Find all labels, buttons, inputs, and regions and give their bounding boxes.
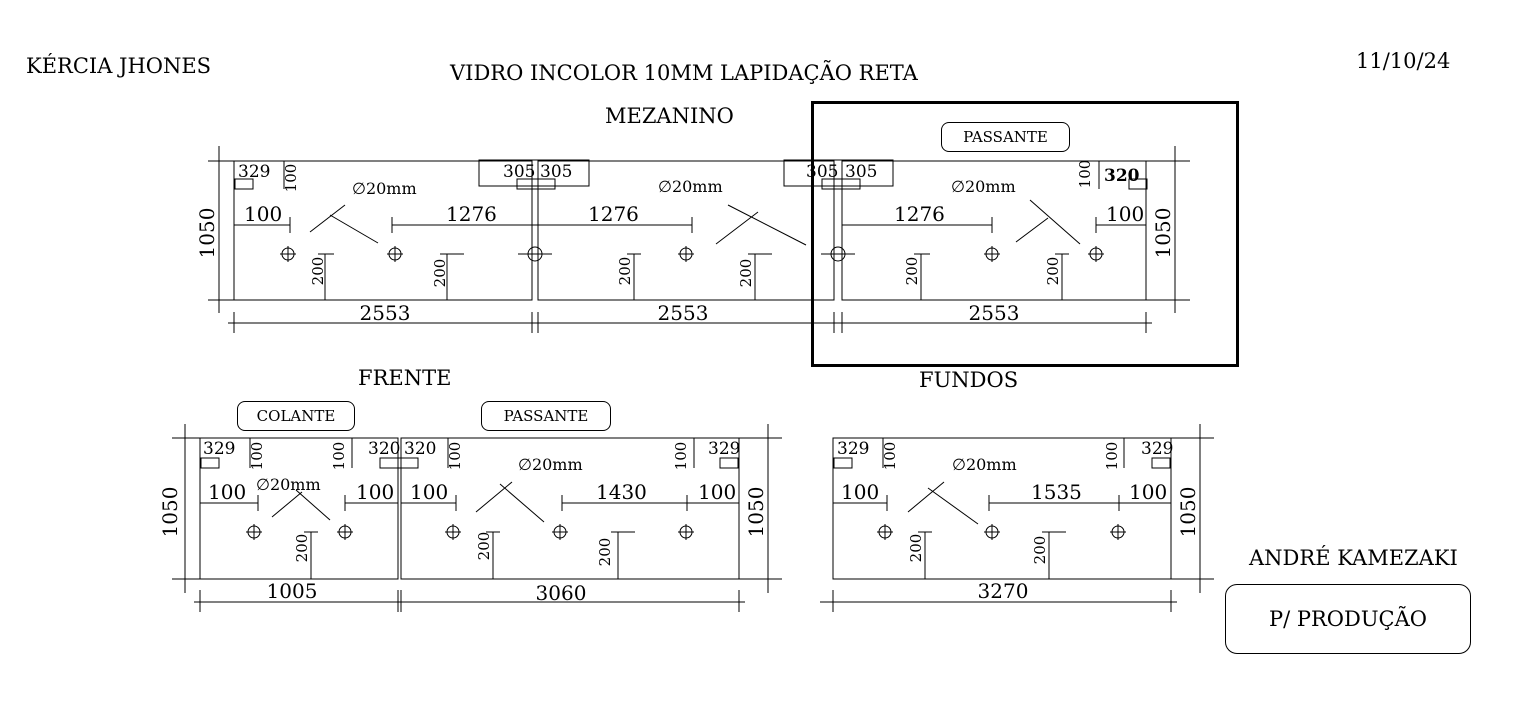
mez-dim-100-right: 100	[1106, 202, 1144, 226]
mezanino-holes	[280, 246, 1104, 262]
fr-dim-320-b: 320	[404, 439, 436, 459]
fundos-panel	[820, 424, 1214, 612]
frente-holes	[246, 524, 694, 540]
mez-width-a: 2553	[360, 301, 411, 325]
fr-width-a: 1005	[267, 579, 318, 603]
fu-dim-200-a: 200	[907, 534, 925, 563]
mez-dim-200-a: 200	[309, 257, 327, 286]
mez-dim-200-e: 200	[903, 257, 921, 286]
fr-dim-100-right: 100	[698, 480, 736, 504]
fu-height-right: 1050	[1176, 487, 1200, 538]
mez-dim-100-b: 100	[1076, 160, 1094, 189]
fr-diameter-a: ∅20mm	[256, 475, 321, 494]
mez-dim-305-c: 305	[806, 162, 838, 182]
client-name: KÉRCIA JHONES	[26, 54, 212, 78]
tag-passante-top-label: PASSANTE	[963, 128, 1048, 146]
fu-width: 3270	[978, 579, 1029, 603]
fu-dim-329-b: 329	[1141, 439, 1173, 459]
production-stamp: P/ PRODUÇÃO	[1225, 584, 1471, 654]
date-label: 11/10/24	[1356, 49, 1451, 73]
fr-width-b: 3060	[536, 581, 587, 605]
fr-dim-200-b: 200	[475, 532, 493, 561]
mez-height-left: 1050	[195, 208, 219, 259]
mez-dim-305-d: 305	[845, 162, 877, 182]
fr-height-right: 1050	[744, 487, 768, 538]
fr-diameter-b: ∅20mm	[518, 455, 583, 474]
fr-dim-329: 329	[203, 439, 235, 459]
mez-dim-100-left: 100	[244, 202, 282, 226]
mez-diameter-a: ∅20mm	[352, 179, 417, 198]
fr-dim-100-c: 100	[446, 442, 464, 471]
fu-dim-100-a: 100	[881, 442, 899, 471]
mez-dim-1276-a: 1276	[446, 202, 497, 226]
material-title: VIDRO INCOLOR 10MM LAPIDAÇÃO RETA	[450, 61, 918, 85]
fr-dim-100-left: 100	[208, 480, 246, 504]
fr-height-left: 1050	[158, 487, 182, 538]
tag-passante-top: PASSANTE	[941, 122, 1070, 152]
fr-dim-320-a: 320	[368, 439, 400, 459]
mez-diameter-b: ∅20mm	[658, 177, 723, 196]
mez-dim-100-a: 100	[282, 164, 300, 193]
fu-dim-100-right: 100	[1129, 480, 1167, 504]
mez-dim-329: 329	[238, 162, 270, 182]
fr-dim-329-b: 329	[708, 439, 740, 459]
fr-dim-200-c: 200	[596, 538, 614, 567]
fr-dim-200-a: 200	[293, 534, 311, 563]
tag-passante-bottom-label: PASSANTE	[503, 407, 589, 425]
mez-dim-320: 320	[1104, 166, 1140, 186]
mez-dim-1276-b: 1276	[588, 202, 639, 226]
highlight-box	[811, 101, 1239, 367]
fu-diameter: ∅20mm	[952, 455, 1017, 474]
tag-colante: COLANTE	[237, 401, 355, 431]
fr-dim-100-a: 100	[248, 442, 266, 471]
mez-dim-1276-c: 1276	[894, 202, 945, 226]
fu-dim-1535: 1535	[1031, 480, 1082, 504]
section-mezanino: MEZANINO	[605, 104, 734, 128]
section-frente: FRENTE	[358, 366, 452, 390]
mez-width-c: 2553	[969, 301, 1020, 325]
fu-dim-100-b: 100	[1103, 442, 1121, 471]
mez-dim-200-c: 200	[616, 257, 634, 286]
mez-height-right: 1050	[1151, 208, 1175, 259]
tag-colante-label: COLANTE	[256, 407, 336, 425]
fr-dim-100-d: 100	[672, 442, 690, 471]
mez-dim-200-f: 200	[1044, 257, 1062, 286]
mezanino-panels	[208, 146, 1190, 333]
fu-dim-100-left: 100	[841, 480, 879, 504]
tag-passante-bottom: PASSANTE	[481, 401, 611, 431]
production-stamp-label: P/ PRODUÇÃO	[1268, 607, 1428, 631]
fr-dim-100-mid2: 100	[410, 480, 448, 504]
fundos-holes	[877, 524, 1126, 540]
mez-diameter-c: ∅20mm	[951, 177, 1016, 196]
fr-dim-100-mid: 100	[356, 480, 394, 504]
section-fundos: FUNDOS	[919, 368, 1019, 392]
mez-width-b: 2553	[658, 301, 709, 325]
mez-dim-200-d: 200	[737, 259, 755, 288]
frente-panels	[172, 424, 782, 612]
mez-dim-200-b: 200	[431, 259, 449, 288]
designer-name: ANDRÉ KAMEZAKI	[1249, 546, 1458, 570]
fu-dim-200-b: 200	[1031, 536, 1049, 565]
mez-dim-305-b: 305	[540, 162, 572, 182]
mez-dim-305-a: 305	[503, 162, 535, 182]
fu-dim-329-a: 329	[837, 439, 869, 459]
fr-dim-1430: 1430	[596, 480, 647, 504]
fr-dim-100-b: 100	[330, 442, 348, 471]
